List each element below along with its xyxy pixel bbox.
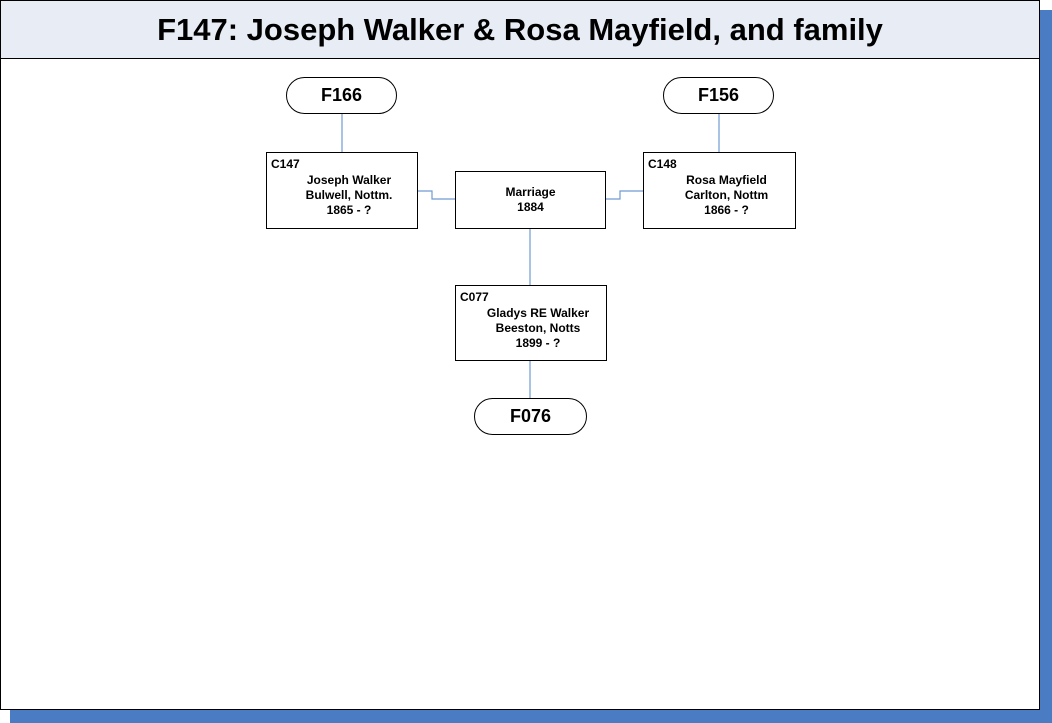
person-place: Carlton, Nottm [684,188,769,202]
person-place: Beeston, Notts [495,321,581,335]
family-ref-f156[interactable]: F156 [663,77,774,114]
title-bar: F147: Joseph Walker & Rosa Mayfield, and… [1,1,1039,59]
person-box-child[interactable]: C077 Gladys RE Walker Beeston, Notts 189… [455,285,607,361]
person-name: Joseph Walker [306,173,392,187]
person-dates: 1865 - ? [326,203,372,217]
family-ref-label: F166 [320,85,363,105]
family-ref-f166[interactable]: F166 [286,77,397,114]
person-box-wife[interactable]: C148 Rosa Mayfield Carlton, Nottm 1866 -… [643,152,796,229]
family-ref-label: F076 [509,406,552,426]
marriage-box[interactable]: Marriage 1884 [455,171,606,229]
person-place: Bulwell, Nottm. [305,188,393,202]
marriage-label: Marriage [505,185,556,199]
family-ref-label: F156 [697,85,740,105]
chart-page: F147: Joseph Walker & Rosa Mayfield, and… [0,0,1040,710]
person-id: C148 [648,157,677,171]
person-box-husband[interactable]: C147 Joseph Walker Bulwell, Nottm. 1865 … [266,152,418,229]
marriage-year: 1884 [517,200,544,214]
person-name: Gladys RE Walker [486,306,590,320]
connector-husband-to-marriage [417,190,455,200]
family-ref-f076[interactable]: F076 [474,398,587,435]
person-name: Rosa Mayfield [686,173,767,187]
connector-lines [341,114,720,398]
page-title: F147: Joseph Walker & Rosa Mayfield, and… [157,11,883,47]
person-dates: 1866 - ? [704,203,749,217]
person-dates: 1899 - ? [515,336,561,350]
person-id: C077 [460,290,489,304]
connector-wife-to-marriage [606,190,643,200]
person-id: C147 [271,157,300,171]
